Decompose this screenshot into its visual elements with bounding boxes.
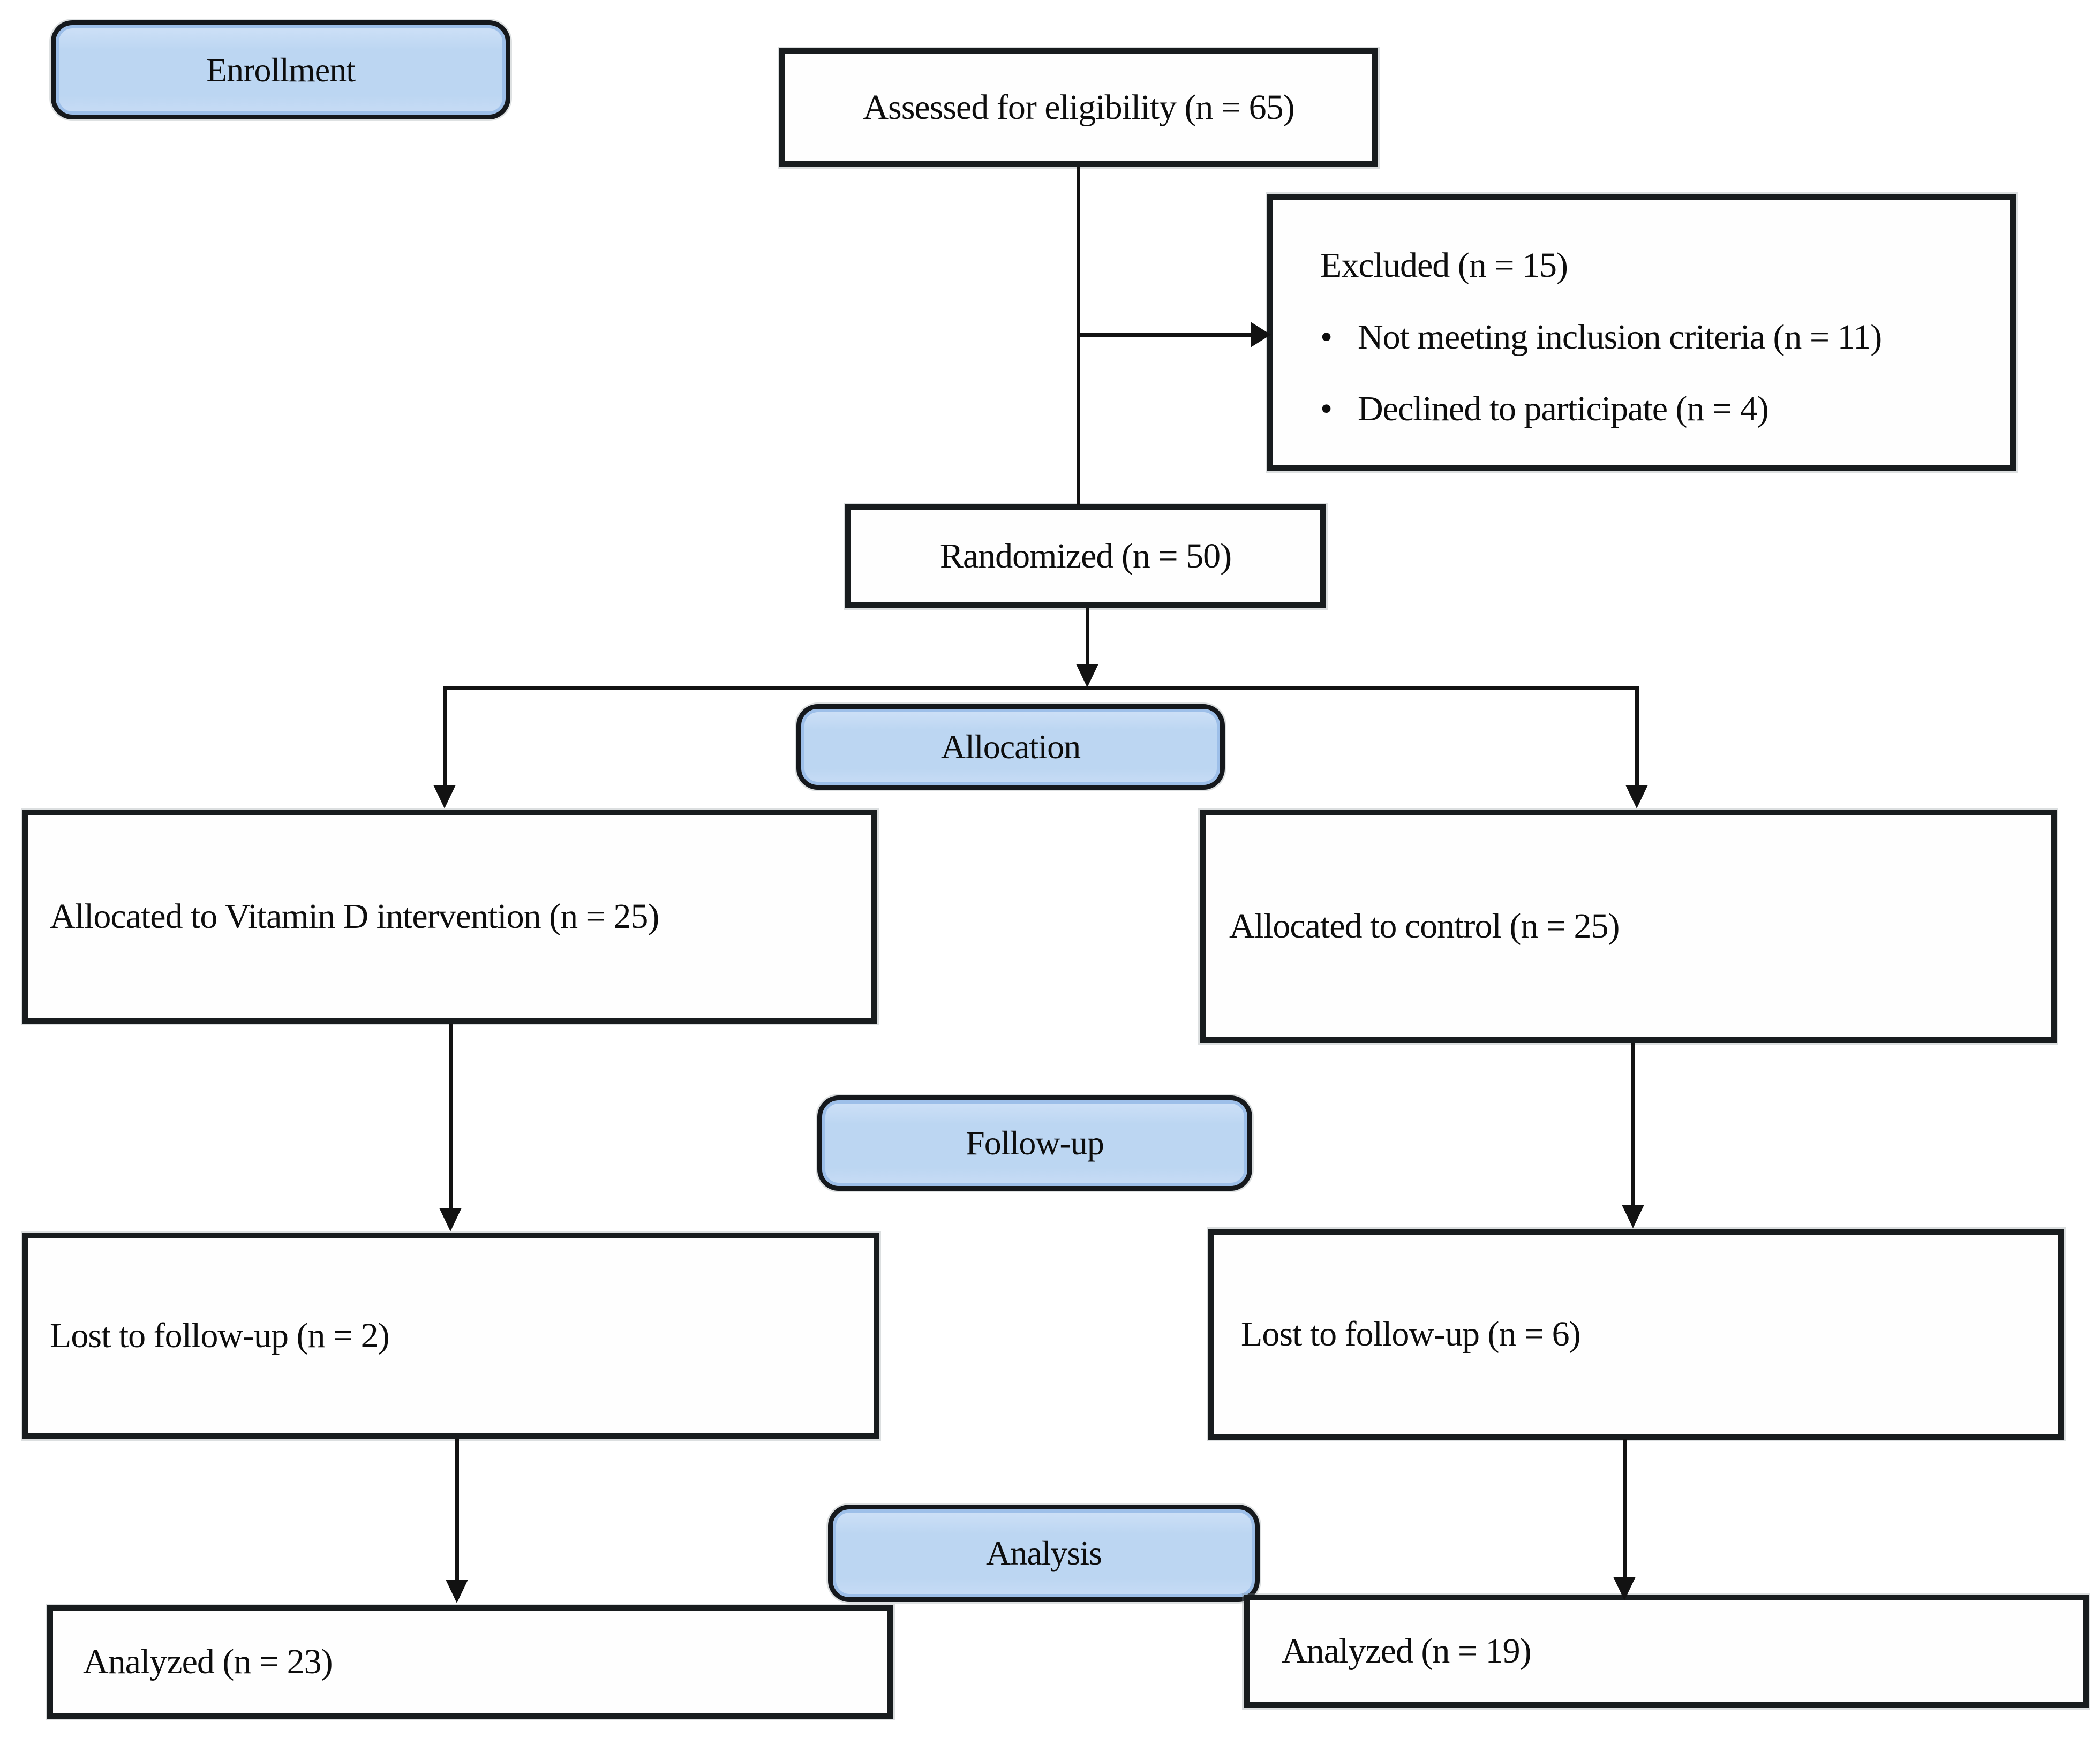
arrowhead-down-analyzed-control [1613, 1577, 1636, 1600]
connector-to-excluded [1078, 333, 1251, 337]
stage-label-enrollment-text: Enrollment [206, 50, 356, 89]
randomized-text: Randomized (n = 50) [939, 536, 1232, 576]
arrowhead-down-allocated-intervention [433, 785, 456, 808]
box-allocated-intervention: Allocated to Vitamin D intervention (n =… [22, 810, 877, 1024]
connector-branch-to-allocated-control [1635, 686, 1639, 786]
connector-lost-to-analyzed-intervention [455, 1439, 459, 1580]
box-analyzed-control: Analyzed (n = 19) [1244, 1595, 2089, 1708]
analyzed-intervention-text: Analyzed (n = 23) [83, 1642, 333, 1681]
lost-control-text: Lost to follow-up (n = 6) [1241, 1314, 1581, 1354]
stage-label-analysis: Analysis [828, 1505, 1260, 1602]
connector-randomized-to-branch [1086, 608, 1089, 664]
arrowhead-right-excluded [1251, 322, 1271, 347]
allocated-control-text: Allocated to control (n = 25) [1229, 906, 1620, 946]
connector-branch-horizontal [445, 686, 1639, 690]
box-analyzed-intervention: Analyzed (n = 23) [47, 1605, 893, 1719]
analyzed-control-text: Analyzed (n = 19) [1282, 1631, 1532, 1671]
connector-allocated-to-lost-control [1631, 1043, 1635, 1206]
arrowhead-down-lost-intervention [439, 1208, 462, 1231]
box-lost-to-follow-up-intervention: Lost to follow-up (n = 2) [22, 1233, 879, 1439]
excluded-bullet-1-text: Not meeting inclusion criteria (n = 11) [1358, 318, 1882, 357]
box-allocated-control: Allocated to control (n = 25) [1200, 810, 2057, 1043]
stage-label-allocation-text: Allocation [940, 728, 1081, 766]
assessed-text: Assessed for eligibility (n = 65) [863, 88, 1294, 127]
box-lost-to-follow-up-control: Lost to follow-up (n = 6) [1208, 1229, 2064, 1440]
stage-label-allocation: Allocation [796, 704, 1225, 790]
excluded-bullet-2-text: Declined to participate (n = 4) [1358, 389, 1769, 428]
excluded-title: Excluded (n = 15) [1320, 246, 1568, 285]
connector-allocated-to-lost-intervention [449, 1024, 453, 1209]
arrowhead-down-allocated-control [1625, 785, 1648, 808]
stage-label-follow-up-text: Follow-up [966, 1124, 1104, 1162]
excluded-bullet-2: • Declined to participate (n = 4) [1320, 373, 1989, 445]
box-randomized: Randomized (n = 50) [845, 504, 1326, 608]
stage-label-analysis-text: Analysis [986, 1534, 1102, 1572]
arrowhead-down-analyzed-intervention [446, 1580, 468, 1603]
arrowhead-down-branch [1076, 664, 1098, 687]
box-excluded: Excluded (n = 15) • Not meeting inclusion… [1267, 194, 2016, 471]
box-assessed-for-eligibility: Assessed for eligibility (n = 65) [779, 48, 1378, 167]
arrowhead-down-lost-control [1622, 1205, 1644, 1228]
stage-label-follow-up: Follow-up [817, 1095, 1252, 1191]
connector-lost-to-analyzed-control [1623, 1439, 1627, 1578]
excluded-bullet-1: • Not meeting inclusion criteria (n = 11) [1320, 301, 1989, 373]
stage-label-enrollment: Enrollment [51, 20, 510, 119]
bullet-icon: • [1320, 318, 1333, 357]
allocated-intervention-text: Allocated to Vitamin D intervention (n =… [50, 897, 659, 936]
lost-intervention-text: Lost to follow-up (n = 2) [50, 1316, 390, 1355]
bullet-icon: • [1320, 389, 1333, 428]
connector-branch-to-allocated-intervention [443, 686, 447, 786]
